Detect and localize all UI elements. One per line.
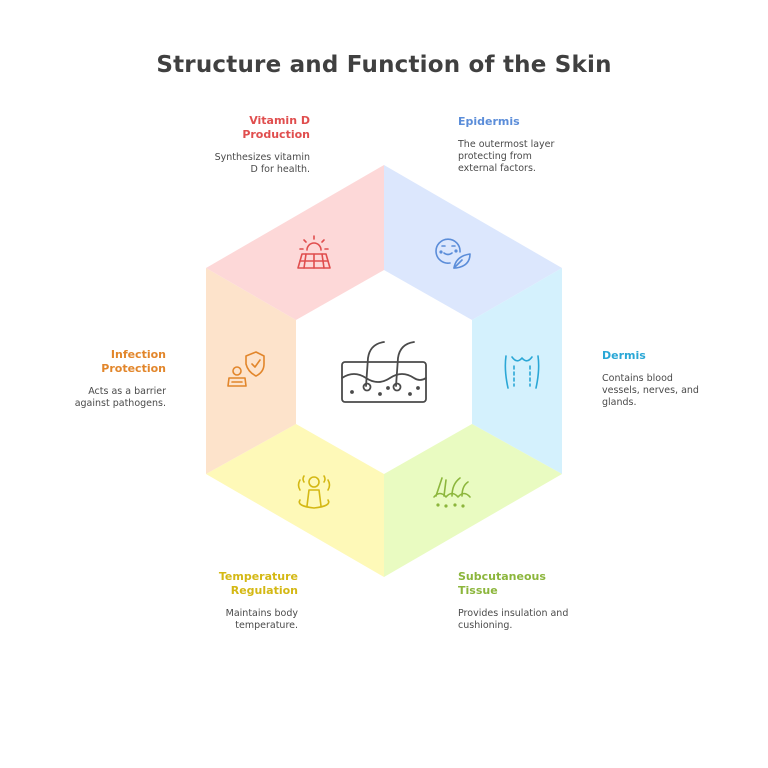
segment-vitamin [206,165,384,320]
torso-icon [504,355,540,389]
face-leaf-icon [435,238,471,269]
segment-dermis [472,268,562,474]
label-epidermis: Epidermis The outermost layer protecting… [458,115,628,175]
segment-description: Acts as a barrier against pathogens. [74,386,166,409]
skin-layers-icon [341,341,427,403]
segment-description: The outermost layer protecting from exte… [458,139,555,174]
segment-title: Infection Protection [101,348,166,375]
segment-description: Provides insulation and cushioning. [458,608,569,631]
label-infection: Infection Protection Acts as a barrier a… [0,348,166,410]
segment-title: Epidermis [458,115,520,128]
segment-description: Contains blood vessels, nerves, and glan… [602,373,699,408]
segment-description: Maintains body temperature. [225,608,298,631]
label-dermis: Dermis Contains blood vessels, nerves, a… [602,349,768,409]
label-subcutaneous: Subcutaneous Tissue Provides insulation … [458,570,628,632]
segment-title: Vitamin D Production [242,114,310,141]
segment-title: Dermis [602,349,646,362]
label-temperature: Temperature Regulation Maintains body te… [128,570,298,632]
segment-title: Subcutaneous Tissue [458,570,546,597]
segment-title: Temperature Regulation [218,570,298,597]
segment-epidermis [384,165,562,320]
hair-follicle-icon [433,477,471,508]
diagram-title: Structure and Function of the Skin [156,52,612,78]
label-vitamin: Vitamin D Production Synthesizes vitamin… [140,114,310,176]
segment-subcutaneous [384,424,562,577]
segment-infection [206,268,296,474]
shield-person-icon [227,351,265,387]
sun-field-icon [297,235,331,269]
segment-temperature [206,424,384,577]
person-heat-icon [297,475,331,509]
segment-description: Synthesizes vitamin D for health. [214,152,310,175]
